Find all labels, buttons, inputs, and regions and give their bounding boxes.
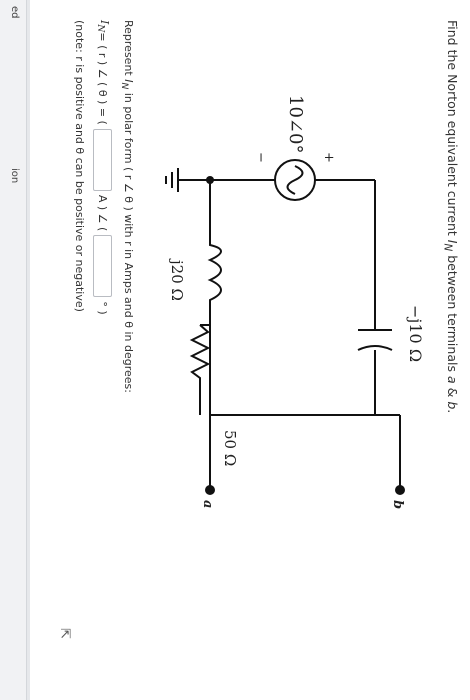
question-and: &	[445, 383, 460, 402]
instruction-part-1: Represent	[122, 20, 135, 80]
question-panel: Find the Norton equivalent current IN be…	[30, 0, 470, 700]
ground-wire	[165, 168, 210, 192]
source-value-label: 10∠0°	[285, 95, 306, 153]
sidebar-label-2: ion	[9, 168, 20, 184]
answer-row: IN = ( r ) ∠ ( θ ) = ( A ) ∠ ( ° )	[93, 20, 112, 315]
question-text: Find the Norton equivalent current IN be…	[442, 20, 461, 413]
terminal-b-label: b	[390, 500, 405, 509]
rotated-content: Find the Norton equivalent current IN be…	[30, 0, 470, 700]
angle-input[interactable]	[93, 235, 112, 298]
terminal-a-dot	[205, 485, 215, 495]
capacitor-label: −j10 Ω	[406, 305, 425, 362]
amps-unit: A ) ∠ (	[96, 194, 109, 232]
pointer-cursor-icon: ⇱	[57, 628, 72, 639]
terminal-a-label: a	[200, 500, 215, 508]
resistor-label: 50 Ω	[221, 430, 239, 466]
instruction-part-3: with r in Amps and θ in degrees:	[122, 210, 135, 393]
inductor-symbol	[207, 215, 222, 325]
instruction-part-2: in polar form	[122, 89, 135, 168]
note-text: (note: r is positive and θ can be positi…	[73, 20, 86, 312]
resistor-symbol	[189, 324, 211, 380]
capacitor-symbol	[357, 329, 393, 351]
instruction-text: Represent IN in polar form ( r ∠ θ ) wit…	[119, 20, 135, 393]
question-terminal-a: a	[445, 375, 460, 384]
answer-lhs-sub: N	[94, 24, 106, 33]
junction-dot	[206, 176, 214, 184]
instruction-form: ( r ∠ θ )	[122, 167, 135, 211]
sidebar-label-1: ed	[9, 6, 20, 19]
question-suffix: between terminals	[445, 251, 460, 376]
inductor-label: j20 Ω	[168, 258, 186, 301]
source-plus-sign: +	[321, 152, 336, 163]
source-minus-sign: −	[253, 152, 268, 163]
sine-wave-icon	[286, 165, 304, 195]
voltage-source-symbol	[274, 159, 316, 201]
magnitude-input[interactable]	[93, 128, 112, 191]
answer-equation: = ( r ) ∠ ( θ ) = (	[96, 32, 109, 125]
circuit-diagram: 10∠0° + − −j10 Ω j20 Ω 50 Ω a b	[165, 95, 425, 509]
question-end: .	[445, 409, 460, 414]
left-sidebar: ed ion	[0, 0, 27, 700]
degree-unit: ° )	[96, 301, 109, 315]
question-prefix: Find the Norton equivalent current	[445, 20, 460, 240]
answer-lhs: IN	[94, 20, 110, 32]
